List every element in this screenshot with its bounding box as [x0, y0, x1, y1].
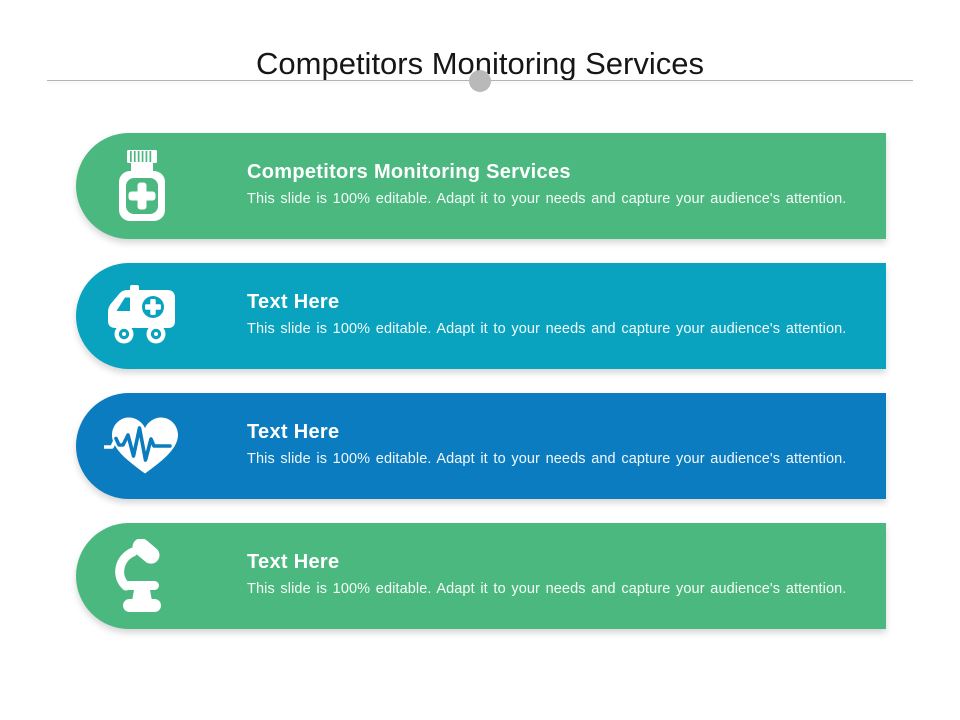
info-bar-competitors-monitoring[interactable]: Competitors Monitoring Services This sli…	[76, 133, 886, 239]
info-bar-text-here-3[interactable]: Text Here This slide is 100% editable. A…	[76, 523, 886, 629]
bar-title: Competitors Monitoring Services	[247, 161, 571, 183]
medicine-bottle-icon	[76, 150, 208, 222]
bar-title: Text Here	[247, 421, 340, 443]
bar-title: Text Here	[247, 291, 340, 313]
bar-text-block: Competitors Monitoring Services This sli…	[208, 161, 846, 211]
info-bar-text-here-2[interactable]: Text Here This slide is 100% editable. A…	[76, 393, 886, 499]
bar-text-block: Text Here This slide is 100% editable. A…	[208, 291, 846, 341]
microscope-icon	[76, 539, 208, 613]
bar-text-block: Text Here This slide is 100% editable. A…	[208, 421, 846, 471]
bar-text-block: Text Here This slide is 100% editable. A…	[208, 551, 846, 601]
ambulance-icon	[76, 285, 208, 347]
bar-description: This slide is 100% editable. Adapt it to…	[247, 581, 847, 597]
bar-description: This slide is 100% editable. Adapt it to…	[247, 191, 847, 207]
title-divider-dot	[469, 70, 491, 92]
bar-description: This slide is 100% editable. Adapt it to…	[247, 451, 847, 467]
info-bar-text-here-1[interactable]: Text Here This slide is 100% editable. A…	[76, 263, 886, 369]
bar-description: This slide is 100% editable. Adapt it to…	[247, 321, 847, 337]
heart-pulse-icon	[76, 415, 208, 477]
bar-title: Text Here	[247, 551, 340, 573]
